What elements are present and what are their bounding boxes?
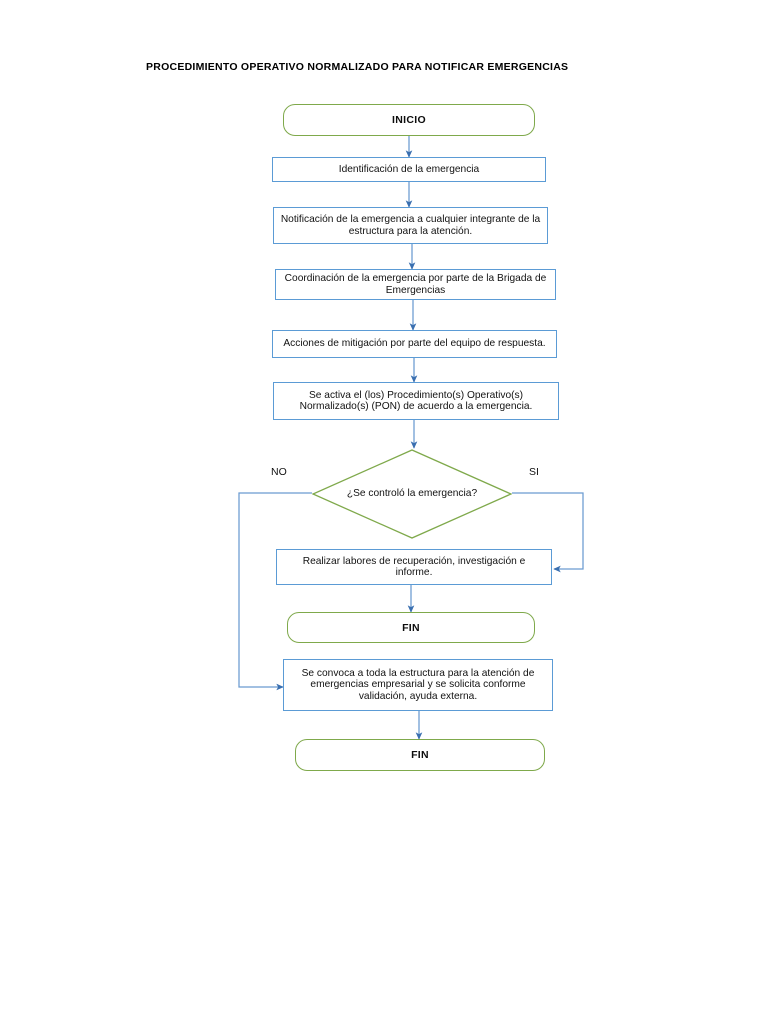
node-fin-si[interactable]: FIN <box>287 612 535 643</box>
node-inicio-label: INICIO <box>392 114 426 126</box>
node-coordinacion-label: Coordinación de la emergencia por parte … <box>284 273 547 296</box>
node-decision-label: ¿Se controló la emergencia? <box>346 487 478 499</box>
node-acciones-mitigacion[interactable]: Acciones de mitigación por parte del equ… <box>272 330 557 358</box>
decision-diamond-shape <box>311 449 513 539</box>
node-notificacion-label: Notificación de la emergencia a cualquie… <box>280 214 541 237</box>
node-activa-pon[interactable]: Se activa el (los) Procedimiento(s) Oper… <box>273 382 559 420</box>
node-fin-no[interactable]: FIN <box>295 739 545 771</box>
page-title: PROCEDIMIENTO OPERATIVO NORMALIZADO PARA… <box>146 61 569 73</box>
node-realizar-labores-recuperacion[interactable]: Realizar labores de recuperación, invest… <box>276 549 552 585</box>
node-decision-se-controlo[interactable]: ¿Se controló la emergencia? <box>311 449 513 539</box>
node-inicio[interactable]: INICIO <box>283 104 535 136</box>
branch-label-no: NO <box>271 466 287 478</box>
node-notificacion-emergencia[interactable]: Notificación de la emergencia a cualquie… <box>273 207 548 244</box>
node-activapon-label: Se activa el (los) Procedimiento(s) Oper… <box>299 389 533 412</box>
node-fin-si-label: FIN <box>402 621 420 634</box>
node-identificacion-label: Identificación de la emergencia <box>338 163 480 175</box>
branch-label-si: SI <box>529 466 539 478</box>
node-convoca-label: Se convoca a toda la estructura para la … <box>301 667 535 702</box>
node-fin-no-label: FIN <box>411 749 429 761</box>
node-recuperacion-label: Realizar labores de recuperación, invest… <box>302 555 526 578</box>
node-mitigacion-label: Acciones de mitigación por parte del equ… <box>283 338 546 350</box>
edge-decision-no-convoca <box>238 492 312 691</box>
node-identificacion-emergencia[interactable]: Identificación de la emergencia <box>272 157 546 182</box>
node-convoca-estructura[interactable]: Se convoca a toda la estructura para la … <box>283 659 553 711</box>
node-coordinacion-emergencia[interactable]: Coordinación de la emergencia por parte … <box>275 269 556 300</box>
